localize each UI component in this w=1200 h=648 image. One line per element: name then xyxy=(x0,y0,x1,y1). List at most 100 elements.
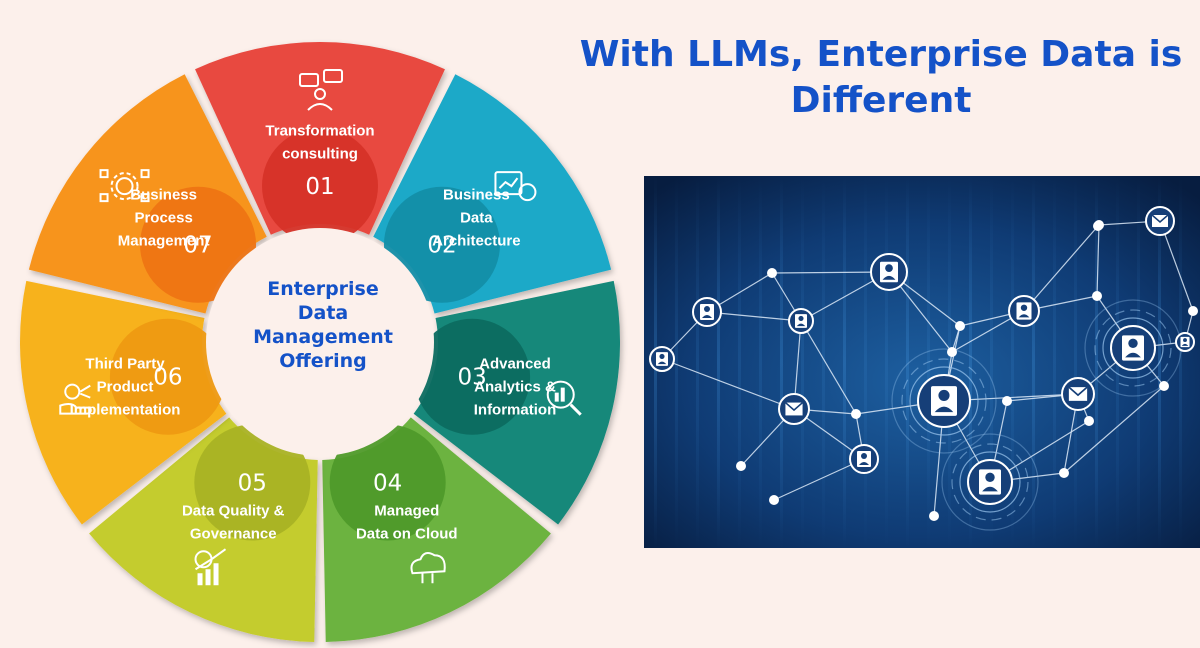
person-icon xyxy=(656,352,668,366)
network-dot xyxy=(769,495,779,505)
network-node-person-icon xyxy=(849,444,879,474)
segment-label-line: Data on Cloud xyxy=(356,526,458,543)
person-icon xyxy=(795,314,807,328)
network-edge xyxy=(706,311,802,322)
page-title: With LLMs, Enterprise Data is Different xyxy=(568,32,1194,124)
light-streak xyxy=(717,176,720,548)
segment-label-line: Business xyxy=(443,186,510,203)
network-dot xyxy=(1094,220,1104,230)
segment-number: 05 xyxy=(238,471,267,497)
network-dot xyxy=(1002,396,1012,406)
person-icon xyxy=(1016,302,1032,320)
segment-label-line: Governance xyxy=(190,526,277,543)
number-badge xyxy=(414,318,531,435)
cloud-icon xyxy=(410,551,446,584)
network-dot xyxy=(1084,416,1094,426)
network-dot xyxy=(1059,468,1069,478)
light-streak xyxy=(864,176,867,548)
segment-label-line: Transformation xyxy=(265,123,374,140)
network-dot xyxy=(1188,306,1198,316)
segment-label-line: Information xyxy=(474,402,557,419)
person-icon xyxy=(857,451,871,467)
network-edge xyxy=(1159,220,1194,312)
segment-number: 01 xyxy=(305,174,334,200)
light-streak xyxy=(759,176,762,548)
network-node-mail-icon xyxy=(778,393,810,425)
light-streak xyxy=(675,176,678,548)
network-dot xyxy=(851,409,861,419)
light-streak xyxy=(822,176,825,548)
network-node-mail-icon xyxy=(1145,206,1175,236)
center-line-2: Data xyxy=(298,302,349,324)
network-edge xyxy=(773,458,865,501)
number-badge xyxy=(262,128,378,244)
segment-label-line: Implementation xyxy=(70,402,181,419)
network-edge xyxy=(661,358,795,410)
person-icon xyxy=(1122,335,1144,361)
number-badge xyxy=(329,424,446,541)
wheel-segment-01: 01 Transformation consulting xyxy=(195,41,445,244)
node-glow-ring xyxy=(941,433,1039,531)
enterprise-data-wheel: 01 Transformation consulting 02 BusinessData… xyxy=(19,41,620,642)
mail-icon xyxy=(1068,386,1088,401)
person-icon xyxy=(880,261,898,283)
segment-label-line: consulting xyxy=(282,146,358,163)
network-node-person-icon xyxy=(870,253,908,291)
network-edge xyxy=(1023,225,1099,312)
architecture-icon xyxy=(494,171,537,202)
number-badge xyxy=(383,186,500,303)
segment-label-line: Management xyxy=(118,232,210,249)
consulting-icon xyxy=(299,69,343,111)
node-glow-ring xyxy=(959,451,1021,513)
network-dot xyxy=(1159,381,1169,391)
segment-label-line: Data Quality & xyxy=(182,503,285,520)
segment-label-line: Architecture xyxy=(432,232,520,249)
node-glow-ring xyxy=(951,443,1029,521)
person-icon xyxy=(979,469,1001,495)
segment-number: 06 xyxy=(153,365,182,391)
light-streak xyxy=(801,176,804,548)
segment-label-line: Third Party xyxy=(85,356,165,373)
network-edge xyxy=(800,320,857,415)
network-edge xyxy=(1063,385,1165,474)
mail-icon xyxy=(784,401,804,416)
person-icon xyxy=(1180,336,1190,348)
light-streak xyxy=(1074,176,1077,548)
center-line-1: Enterprise xyxy=(267,278,379,300)
network-node-person-icon xyxy=(649,346,675,372)
segment-number: 07 xyxy=(183,233,212,259)
light-streak xyxy=(738,176,741,548)
network-dot xyxy=(1092,291,1102,301)
light-streak xyxy=(843,176,846,548)
number-badge xyxy=(109,318,226,435)
center-line-4: Offering xyxy=(279,350,366,372)
network-dot xyxy=(929,511,939,521)
network-background xyxy=(644,176,1200,548)
segment-label-line: Advanced xyxy=(479,356,551,373)
network-node-person-icon xyxy=(788,308,814,334)
network-node-person-icon xyxy=(1175,332,1195,352)
network-node-mail-icon xyxy=(1061,377,1095,411)
segment-number: 02 xyxy=(427,233,456,259)
segment-label-line: Process xyxy=(134,209,192,226)
title-line-1: With LLMs, Enterprise Data is xyxy=(579,34,1183,75)
segment-number: 04 xyxy=(373,471,402,497)
segment-label-line: Data xyxy=(460,209,493,226)
center-line-3: Management xyxy=(253,326,393,348)
node-glow-ring xyxy=(891,348,997,454)
implementation-icon xyxy=(59,383,92,415)
person-icon xyxy=(700,304,714,320)
node-glow-ring xyxy=(1102,317,1164,379)
light-streak xyxy=(1011,176,1014,548)
analytics-icon xyxy=(546,380,582,416)
network-dot xyxy=(947,347,957,357)
segment-label-line: Product xyxy=(97,379,154,396)
light-streak xyxy=(969,176,972,548)
segment-label-line: Analytics & xyxy=(474,379,556,396)
network-illustration xyxy=(644,176,1200,548)
node-glow-ring xyxy=(1094,309,1172,387)
quality-icon xyxy=(194,548,227,586)
